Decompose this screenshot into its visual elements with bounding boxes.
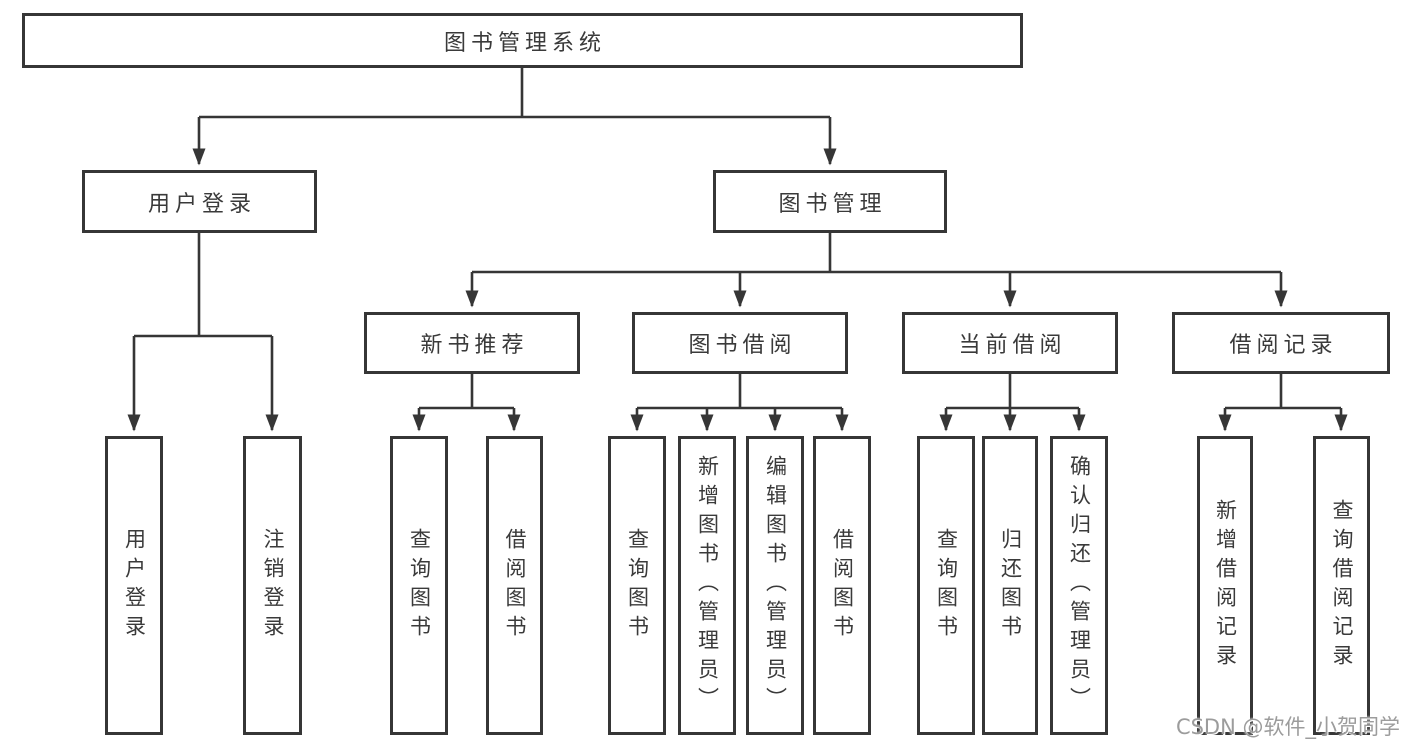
leaf-borrow-edit-book-admin: 编辑图书（管理员） bbox=[746, 436, 804, 735]
leaf-current-return-book: 归还图书 bbox=[982, 436, 1038, 735]
leaf-record-query-borrow-record: 查询借阅记录 bbox=[1313, 436, 1370, 735]
leaf-newbook-borrow-book: 借阅图书 bbox=[486, 436, 543, 735]
node-new-book-recommend: 新书推荐 bbox=[364, 312, 580, 374]
connector-new-book-children bbox=[412, 374, 521, 432]
leaf-borrow-borrow-book: 借阅图书 bbox=[813, 436, 871, 735]
leaf-borrow-add-book-admin: 新增图书（管理员） bbox=[678, 436, 736, 735]
leaf-logout: 注销登录 bbox=[243, 436, 302, 735]
leaf-label: 归还图书 bbox=[998, 527, 1023, 644]
leaf-label: 确认归还（管理员） bbox=[1067, 455, 1092, 716]
node-book-borrow: 图书借阅 bbox=[632, 312, 848, 374]
leaf-label: 用户登录 bbox=[122, 527, 147, 644]
leaf-current-query-book: 查询图书 bbox=[917, 436, 975, 735]
node-user-login: 用户登录 bbox=[82, 170, 317, 233]
node-borrow-record: 借阅记录 bbox=[1172, 312, 1390, 374]
node-label: 借阅记录 bbox=[1229, 333, 1338, 358]
node-label: 当前借阅 bbox=[958, 333, 1067, 358]
leaf-label: 新增借阅记录 bbox=[1213, 498, 1238, 673]
leaf-label: 注销登录 bbox=[261, 527, 285, 644]
connector-book-management-children bbox=[465, 233, 1288, 308]
node-label: 用户登录 bbox=[147, 191, 256, 217]
connector-current-borrow-children bbox=[939, 374, 1086, 432]
leaf-label: 借阅图书 bbox=[830, 527, 855, 644]
node-label: 图书管理 bbox=[778, 191, 887, 217]
node-library-management-system: 图书管理系统 bbox=[22, 13, 1023, 68]
leaf-label: 新增图书（管理员） bbox=[695, 455, 720, 716]
leaf-label: 查询图书 bbox=[934, 527, 959, 644]
connector-book-borrow-children bbox=[630, 374, 849, 432]
connector-user-login-children bbox=[127, 233, 279, 432]
node-book-management: 图书管理 bbox=[713, 170, 947, 233]
leaf-label: 借阅图书 bbox=[503, 527, 527, 644]
connector-root-to-level1 bbox=[192, 68, 837, 166]
node-label: 图书管理系统 bbox=[443, 30, 606, 56]
leaf-newbook-query-book: 查询图书 bbox=[390, 436, 448, 735]
leaf-label: 查询图书 bbox=[625, 527, 650, 644]
node-label: 新书推荐 bbox=[420, 333, 529, 358]
leaf-label: 查询借阅记录 bbox=[1330, 498, 1354, 673]
leaf-label: 编辑图书（管理员） bbox=[763, 455, 788, 716]
leaf-user-login: 用户登录 bbox=[105, 436, 163, 735]
connector-borrow-record-children bbox=[1218, 374, 1348, 432]
leaf-label: 查询图书 bbox=[407, 527, 432, 644]
node-current-borrow: 当前借阅 bbox=[902, 312, 1118, 374]
csdn-watermark: CSDN @软件_小贺同学 bbox=[1175, 715, 1400, 739]
node-label: 图书借阅 bbox=[688, 333, 797, 358]
leaf-current-confirm-return-admin: 确认归还（管理员） bbox=[1050, 436, 1108, 735]
leaf-record-add-borrow-record: 新增借阅记录 bbox=[1197, 436, 1253, 735]
leaf-borrow-query-book: 查询图书 bbox=[608, 436, 666, 735]
